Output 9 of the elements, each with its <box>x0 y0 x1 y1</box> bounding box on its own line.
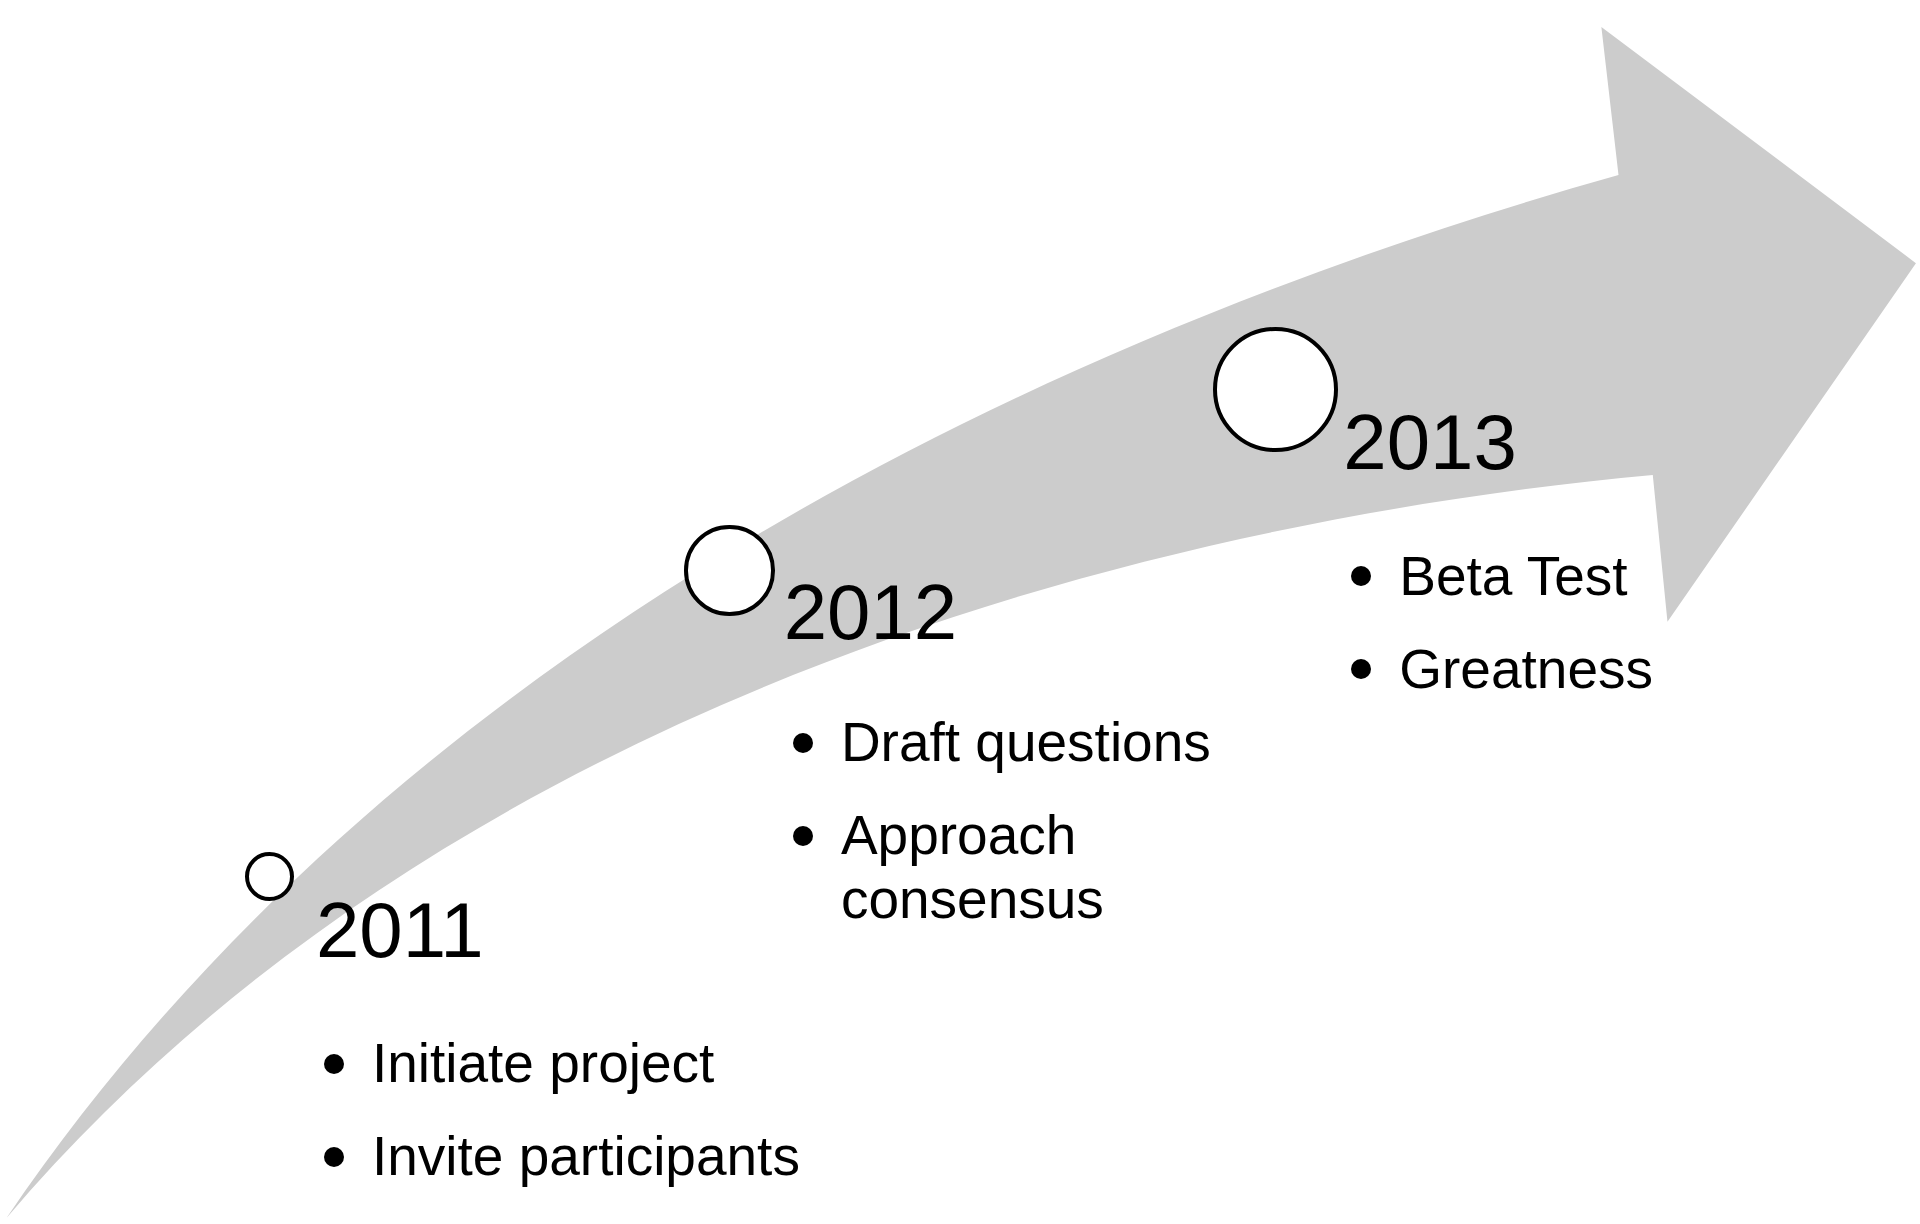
year-label: 2012 <box>783 573 958 652</box>
year-label: 2013 <box>1343 402 1517 481</box>
bullet-item: Invite participants <box>315 1125 1002 1189</box>
bullet-item: Initiate project <box>315 1032 1002 1096</box>
bullet-item: Beta Test <box>1343 544 1834 609</box>
bullet-item: Draft questions <box>784 711 1251 775</box>
year-label: 2011 <box>315 891 484 970</box>
bullet-item: Approach consensus <box>784 804 1251 931</box>
bullet-item: Greatness <box>1343 637 1834 702</box>
